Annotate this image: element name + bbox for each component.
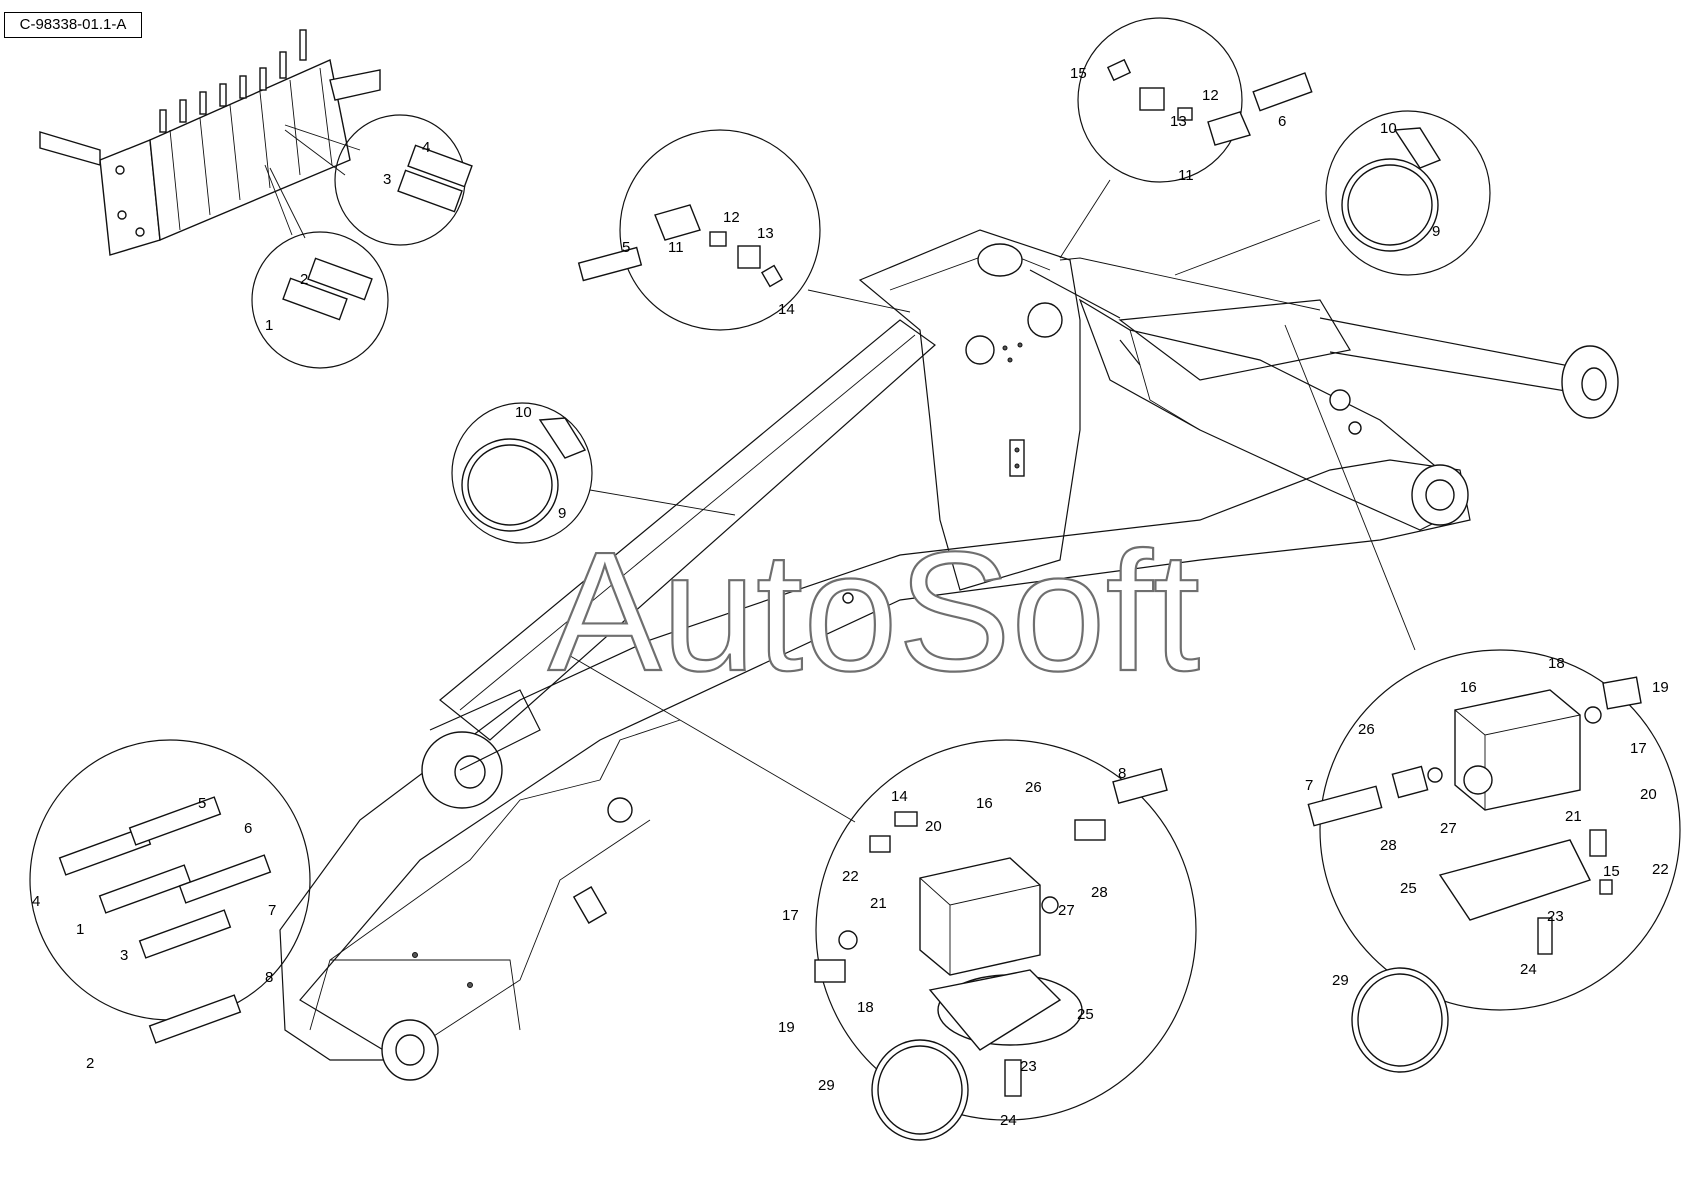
- callout-number: 26: [1358, 721, 1375, 738]
- detail-circles: [29, 17, 1681, 1121]
- callout-number: 16: [976, 795, 993, 812]
- callout-number: 6: [1278, 113, 1286, 130]
- callout-number: 24: [1000, 1112, 1017, 1129]
- callout-number: 14: [891, 788, 908, 805]
- callout-number: 24: [1520, 961, 1537, 978]
- boom-assembly: [279, 229, 1619, 1081]
- callout-number: 12: [1202, 87, 1219, 104]
- callout-number: 8: [265, 969, 273, 986]
- callout-number: 5: [198, 795, 206, 812]
- detail-parts: [58, 58, 1642, 1141]
- callout-number: 4: [32, 893, 40, 910]
- callout-number: 5: [622, 239, 630, 256]
- callout-number: 13: [757, 225, 774, 242]
- valve-spools: [159, 29, 307, 133]
- callout-number: 2: [86, 1055, 94, 1072]
- callout-number: 13: [1170, 113, 1187, 130]
- callout-number: 28: [1091, 884, 1108, 901]
- callout-number: 26: [1025, 779, 1042, 796]
- callout-number: 22: [842, 868, 859, 885]
- callout-number: 9: [1432, 223, 1440, 240]
- callout-number: 4: [422, 139, 430, 156]
- callout-number: 2: [300, 271, 308, 288]
- leader-lines: [264, 124, 1416, 823]
- callout-number: 10: [1380, 120, 1397, 137]
- callout-number: 29: [1332, 972, 1349, 989]
- callout-number: 7: [1305, 777, 1313, 794]
- callout-number: 20: [925, 818, 942, 835]
- callout-number: 3: [120, 947, 128, 964]
- callout-number: 21: [870, 895, 887, 912]
- callout-number: 16: [1460, 679, 1477, 696]
- callout-number: 28: [1380, 837, 1397, 854]
- callout-number: 6: [244, 820, 252, 837]
- callout-number: 15: [1070, 65, 1087, 82]
- callout-number: 1: [76, 921, 84, 938]
- callout-number: 11: [1178, 167, 1194, 184]
- callout-number: 19: [778, 1019, 795, 1036]
- callout-number: 10: [515, 404, 532, 421]
- callout-number: 25: [1077, 1006, 1094, 1023]
- callout-number: 17: [1630, 740, 1647, 757]
- callout-number: 23: [1547, 908, 1564, 925]
- callout-number: 15: [1603, 863, 1620, 880]
- callout-number: 20: [1640, 786, 1657, 803]
- callout-number: 22: [1652, 861, 1669, 878]
- callout-number: 23: [1020, 1058, 1037, 1075]
- control-valve-assembly: [39, 29, 381, 256]
- callout-number: 12: [723, 209, 740, 226]
- callout-number: 19: [1652, 679, 1669, 696]
- callout-number: 25: [1400, 880, 1417, 897]
- callout-number: 18: [857, 999, 874, 1016]
- callout-number: 29: [818, 1077, 835, 1094]
- callout-number: 8: [1118, 765, 1126, 782]
- callout-number: 9: [558, 505, 566, 522]
- watermark-text: AutoSoft: [548, 517, 1200, 707]
- callout-number: 1: [265, 317, 273, 334]
- callout-number: 3: [383, 171, 391, 188]
- callout-number: 7: [268, 902, 276, 919]
- callout-number: 11: [668, 239, 684, 256]
- callout-number: 27: [1440, 820, 1457, 837]
- drawing-code-label: C-98338-01.1-A: [4, 12, 142, 38]
- callout-number: 18: [1548, 655, 1565, 672]
- callout-number: 21: [1565, 808, 1582, 825]
- callout-number: 27: [1058, 902, 1075, 919]
- callout-number: 17: [782, 907, 799, 924]
- callout-labels: 1 2 3 4 5 11 12 13 14 15 13 12 11 6 10 9…: [32, 65, 1669, 1129]
- callout-number: 14: [778, 301, 795, 318]
